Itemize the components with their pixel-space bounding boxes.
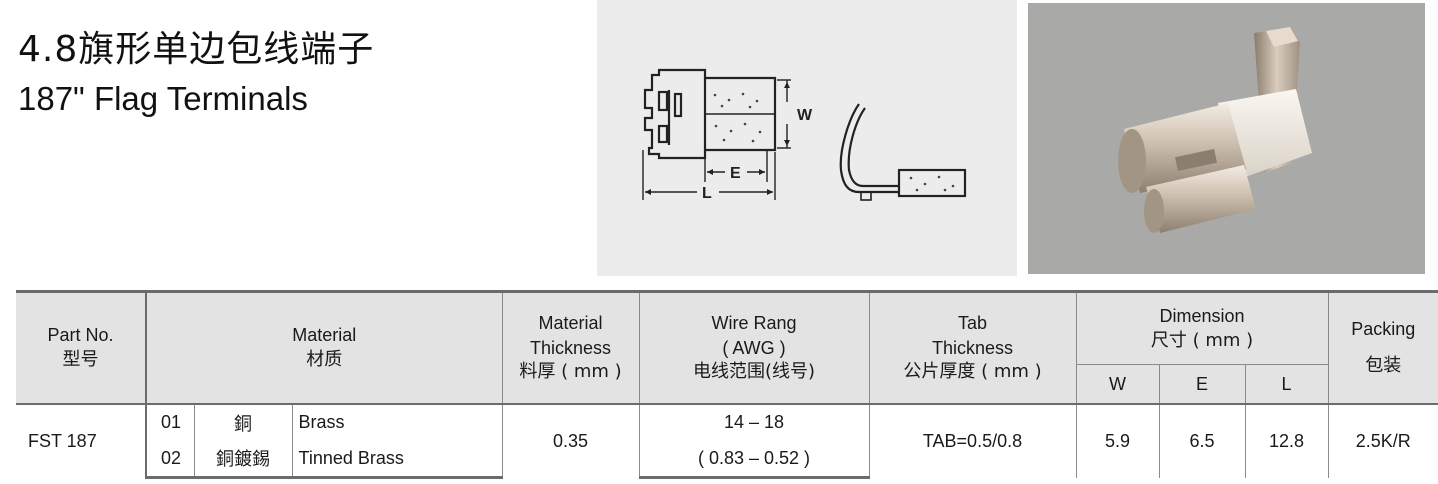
header-packing: Packing 包装 — [1327, 290, 1438, 404]
cell-dim-e: 6.5 — [1158, 402, 1245, 478]
dimension-e-label: E — [730, 165, 741, 182]
dimension-l-label: L — [702, 185, 712, 202]
cell-wire-awg: 14 – 18 — [638, 402, 869, 441]
cell-material-cn-1: 銅 — [193, 402, 292, 441]
cell-dim-w: 5.9 — [1075, 402, 1159, 478]
spec-table: Part No. 型号 Material 材质 Material Thickne… — [16, 290, 1438, 479]
cell-material-code-2: 02 — [145, 440, 194, 479]
header-wire-range-en2: ( AWG ) — [722, 337, 786, 358]
cell-dim-l: 12.8 — [1244, 402, 1328, 478]
header-wire-range: Wire Rang ( AWG ) 电线范围(线号) — [638, 290, 869, 404]
header-dimension-cn: 尺寸 ( mm ) — [1150, 329, 1254, 351]
header-dim-w: W — [1075, 364, 1159, 404]
cell-material-thickness: 0.35 — [501, 402, 639, 478]
technical-drawing: W E L — [597, 0, 1017, 276]
cell-material-en-2: Tinned Brass — [291, 440, 502, 479]
header-tab-thickness-en1: Tab — [957, 313, 988, 334]
cell-material-code-1: 01 — [145, 402, 194, 441]
header-material-thickness: Material Thickness 料厚 ( mm ) — [501, 290, 639, 404]
cell-material-cn-2: 銅鍍錫 — [193, 440, 292, 479]
cell-wire-mm: ( 0.83 – 0.52 ) — [638, 440, 869, 479]
header-part-no-en: Part No. — [47, 325, 114, 346]
header-material-thickness-cn: 料厚 ( mm ) — [519, 360, 622, 382]
cell-tab-thickness: TAB=0.5/0.8 — [868, 402, 1076, 478]
header-dim-e: E — [1158, 364, 1245, 404]
header-tab-thickness: Tab Thickness 公片厚度 ( mm ) — [868, 290, 1076, 404]
cell-packing: 2.5K/R — [1327, 402, 1438, 478]
header-material: Material 材质 — [145, 290, 502, 404]
header-wire-range-cn: 电线范围(线号) — [692, 360, 816, 382]
cell-material-en-1: Brass — [291, 402, 502, 441]
header-material-en: Material — [292, 325, 357, 346]
header-dim-l: L — [1244, 364, 1328, 404]
header-material-thickness-en2: Thickness — [529, 337, 612, 358]
header-tab-thickness-cn: 公片厚度 ( mm ) — [903, 360, 1042, 382]
header-part-no-cn: 型号 — [62, 348, 99, 370]
page-title-en: 187" Flag Terminals — [18, 80, 308, 117]
header-dimension: Dimension 尺寸 ( mm ) — [1075, 290, 1328, 365]
header-wire-range-en1: Wire Rang — [711, 313, 797, 334]
header-material-thickness-en1: Material — [538, 313, 603, 334]
cell-part-no: FST 187 — [16, 402, 146, 478]
header-packing-cn: 包装 — [1365, 354, 1402, 376]
header-tab-thickness-en2: Thickness — [931, 337, 1014, 358]
page-title-cn: 4.8旗形单边包线端子 — [18, 29, 375, 70]
product-photo — [1028, 3, 1425, 274]
header-dimension-en: Dimension — [1159, 306, 1245, 327]
dimension-w-label: W — [797, 107, 813, 124]
header-material-cn: 材质 — [306, 348, 343, 370]
header-packing-en: Packing — [1351, 319, 1416, 340]
header-part-no: Part No. 型号 — [16, 290, 146, 404]
